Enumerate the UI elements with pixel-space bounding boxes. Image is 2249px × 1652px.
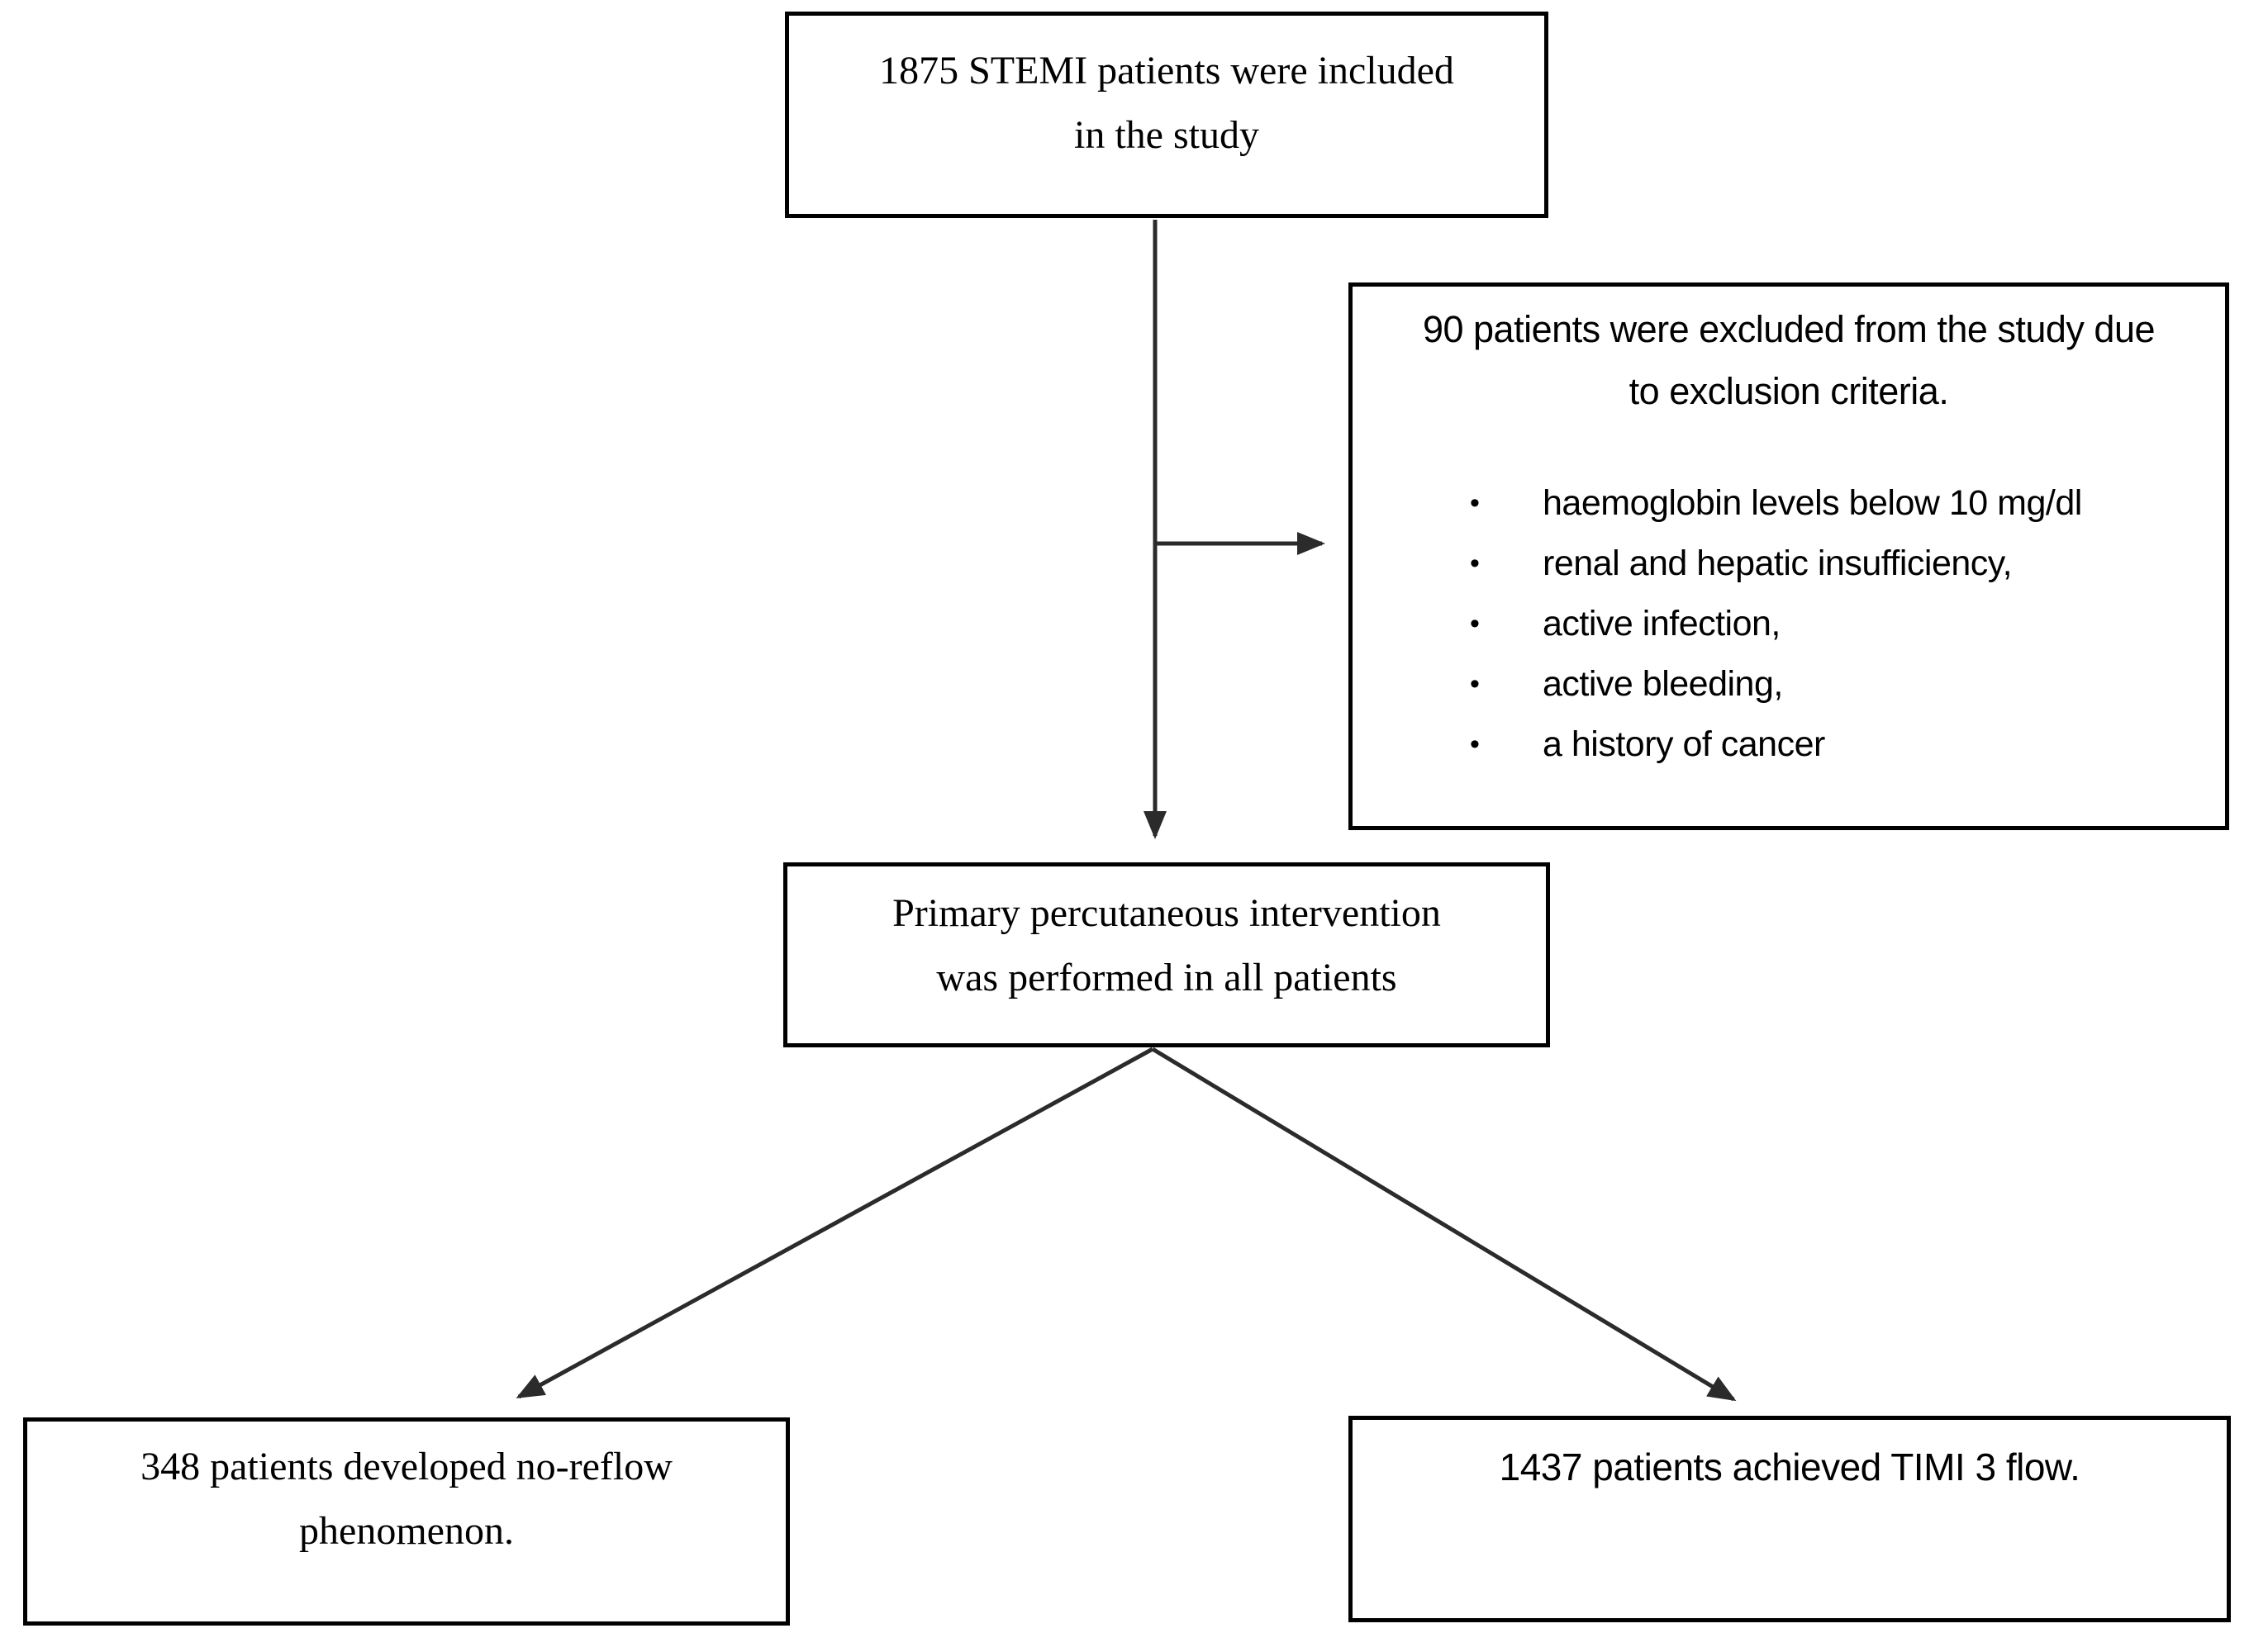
bullet-text: a history of cancer xyxy=(1543,724,1825,764)
no-reflow-line2: phenomenon. xyxy=(299,1509,514,1553)
bullet-icon: • xyxy=(1470,487,1480,519)
included-patients-line2: in the study xyxy=(1074,113,1259,157)
bullet-icon: • xyxy=(1470,729,1480,760)
bullet-icon: • xyxy=(1470,668,1480,700)
bullet-item: • haemoglobin levels below 10 mg/dl xyxy=(1353,473,2225,534)
excluded-heading-line2: to exclusion criteria. xyxy=(1629,370,1949,412)
timi-flow-line1: 1437 patients achieved TIMI 3 flow. xyxy=(1499,1446,2080,1488)
no-reflow-box: 348 patients developed no-reflow phenome… xyxy=(23,1417,790,1626)
bullet-item: • a history of cancer xyxy=(1353,714,2225,775)
bullet-icon: • xyxy=(1470,608,1480,639)
bullet-text: active bleeding, xyxy=(1543,664,1783,704)
excluded-heading-line1: 90 patients were excluded from the study… xyxy=(1422,308,2156,350)
bullet-item: • renal and hepatic insufficiency, xyxy=(1353,534,2225,594)
intervention-box: Primary percutaneous intervention was pe… xyxy=(783,862,1550,1047)
bullet-text: haemoglobin levels below 10 mg/dl xyxy=(1543,483,2082,523)
exclusion-criteria-box: 90 patients were excluded from the study… xyxy=(1348,282,2229,830)
bullet-item: • active infection, xyxy=(1353,594,2225,654)
bullet-text: active infection, xyxy=(1543,604,1781,643)
intervention-line2: was performed in all patients xyxy=(936,956,1397,999)
connector-intervention-to-no-reflow xyxy=(516,1047,1154,1399)
bullet-icon: • xyxy=(1470,548,1480,579)
no-reflow-line1: 348 patients developed no-reflow xyxy=(140,1445,673,1488)
timi-flow-box: 1437 patients achieved TIMI 3 flow. xyxy=(1348,1416,2231,1622)
included-patients-box: 1875 STEMI patients were included in the… xyxy=(785,12,1548,218)
bullet-item: • active bleeding, xyxy=(1353,654,2225,714)
exclusion-bullet-list: • haemoglobin levels below 10 mg/dl • re… xyxy=(1353,473,2225,775)
intervention-line1: Primary percutaneous intervention xyxy=(892,891,1441,935)
bullet-text: renal and hepatic insufficiency, xyxy=(1543,544,2013,583)
included-patients-line1: 1875 STEMI patients were included xyxy=(879,49,1454,93)
connector-intervention-to-timi xyxy=(1151,1047,1737,1402)
